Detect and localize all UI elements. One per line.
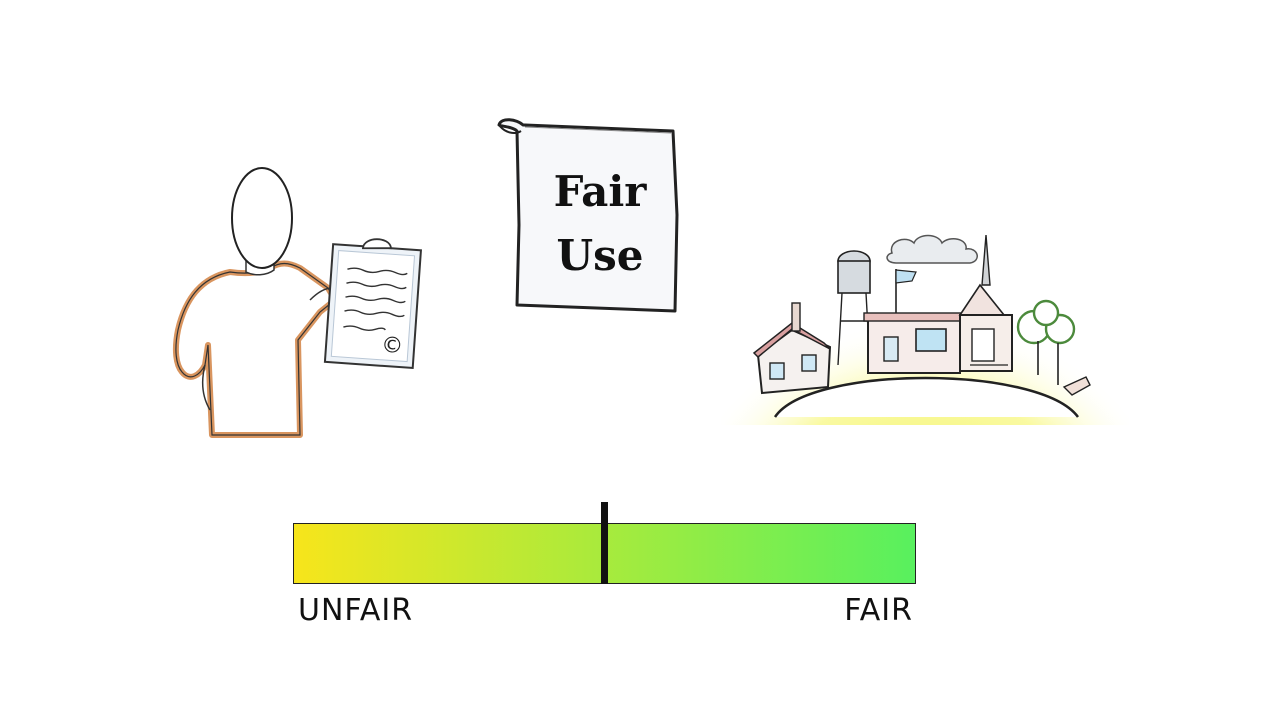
- flag-icon: [895, 269, 917, 284]
- fair-use-scroll: [497, 118, 679, 313]
- copyrighted-document: ©: [323, 238, 423, 370]
- scroll-title: Fair Use: [520, 160, 680, 288]
- scale-indicator: [601, 502, 608, 584]
- copyright-icon: ©: [380, 333, 404, 359]
- scroll-title-line-1: Fair: [553, 167, 647, 216]
- town-ground: [773, 376, 1080, 418]
- person-head: [231, 167, 293, 269]
- bench-icon: [1062, 376, 1091, 396]
- cloud-icon: [886, 234, 978, 264]
- scroll-title-line-2: Use: [556, 231, 644, 280]
- person-shirt: [172, 260, 338, 438]
- scale-label-unfair: UNFAIR: [298, 593, 414, 628]
- town-illustration: [720, 234, 1130, 425]
- fairness-scale: [293, 502, 916, 584]
- scale-label-fair: FAIR: [844, 593, 913, 628]
- copyright-holder-figure: [172, 167, 338, 438]
